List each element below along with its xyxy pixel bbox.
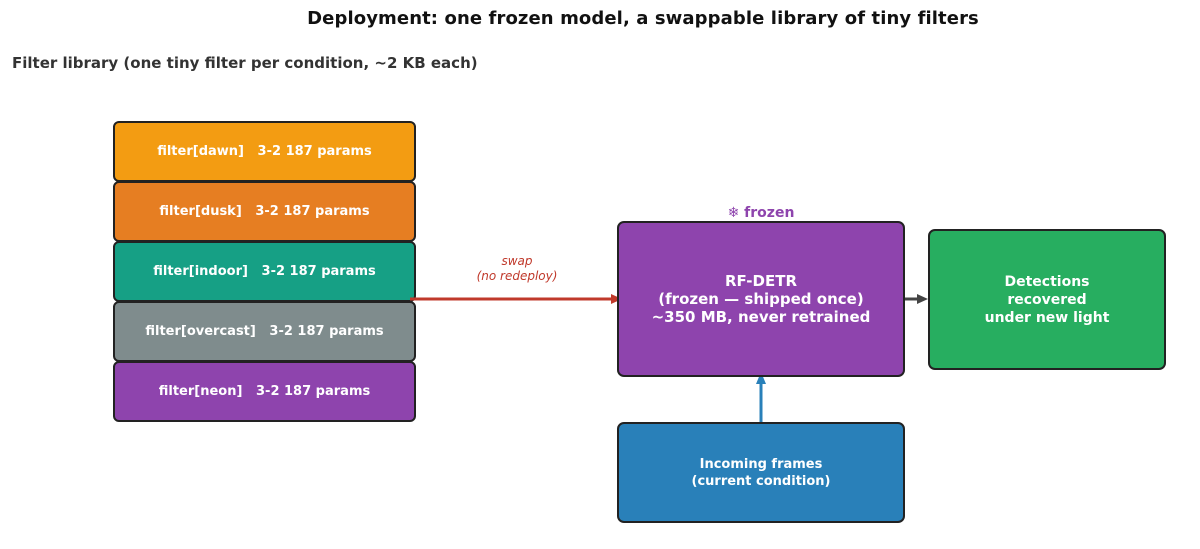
model-size: ~350 MB, never retrained bbox=[651, 308, 871, 326]
swap-label-line1: swap bbox=[501, 254, 533, 268]
diagram-title: Deployment: one frozen model, a swappabl… bbox=[307, 8, 979, 29]
filter-overcast-label: filter[overcast] 3‑2 187 params bbox=[145, 324, 384, 339]
filter-dusk-label: filter[dusk] 3‑2 187 params bbox=[159, 204, 370, 219]
model-name: RF-DETR bbox=[724, 272, 798, 290]
output-arrowhead bbox=[917, 294, 928, 304]
incoming-frames-box: Incoming frames (current condition) bbox=[617, 422, 905, 523]
detections-line2: recovered bbox=[1007, 291, 1087, 308]
frames-line1: Incoming frames bbox=[699, 456, 823, 472]
filter-neon-box: filter[neon] 3‑2 187 params bbox=[113, 361, 416, 422]
filter-overcast-box: filter[overcast] 3‑2 187 params bbox=[113, 301, 416, 362]
filter-neon-label: filter[neon] 3‑2 187 params bbox=[158, 384, 371, 399]
detections-line3: under new light bbox=[984, 309, 1110, 326]
frames-arrowhead bbox=[756, 372, 766, 384]
swap-label: swap (no redeploy) bbox=[440, 254, 594, 284]
detections-box: Detections recovered under new light bbox=[928, 229, 1166, 370]
filter-dawn-label: filter[dawn] 3‑2 187 params bbox=[157, 144, 372, 159]
swap-arrowhead bbox=[611, 294, 622, 304]
frozen-model-box: RF-DETR (frozen — shipped once) ~350 MB,… bbox=[617, 221, 905, 377]
model-status: (frozen — shipped once) bbox=[658, 290, 864, 308]
detections-line1: Detections bbox=[1004, 273, 1090, 290]
filter-library-label: Filter library (one tiny filter per cond… bbox=[12, 54, 478, 72]
frames-line2: (current condition) bbox=[691, 473, 831, 489]
filter-dawn-box: filter[dawn] 3‑2 187 params bbox=[113, 121, 416, 182]
swap-label-line2: (no redeploy) bbox=[476, 269, 558, 283]
frozen-tag: ❄ frozen bbox=[727, 205, 795, 221]
filter-indoor-box: filter[indoor] 3‑2 187 params bbox=[113, 241, 416, 302]
filter-indoor-label: filter[indoor] 3‑2 187 params bbox=[153, 264, 376, 279]
